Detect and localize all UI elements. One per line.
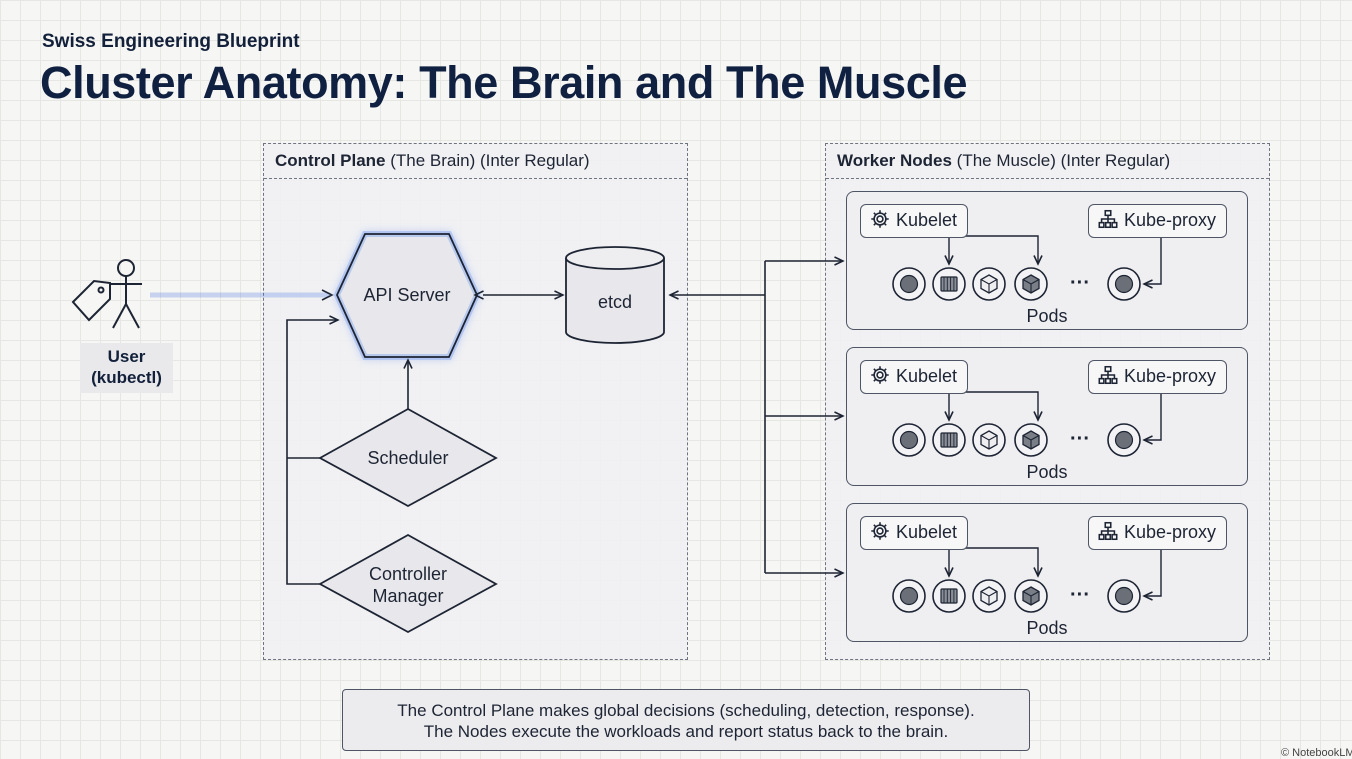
pod-icon[interactable] (1014, 423, 1048, 457)
node-internals-2 (892, 376, 1162, 457)
pods-label-2: Pods (1026, 462, 1068, 482)
pod-icon[interactable] (1107, 267, 1141, 301)
kube-proxy-label-2: Kube-proxy (1124, 366, 1217, 386)
controller-manager-label: Controller Manager (320, 563, 496, 607)
kube-proxy-label-3: Kube-proxy (1124, 522, 1217, 542)
network-hierarchy-icon (1098, 209, 1118, 229)
pods-ellipsis-1: ··· (1070, 272, 1090, 294)
worker-nodes-subtitle: (The Muscle) (Inter Regular) (951, 151, 1171, 170)
control-loop-connector (286, 320, 338, 585)
user-to-api-arrow (150, 289, 334, 301)
pod-icon[interactable] (1014, 267, 1048, 301)
kubelet-label-2: Kubelet (896, 366, 958, 386)
scheduler-label: Scheduler (367, 448, 449, 468)
user-figure-icon (110, 259, 142, 329)
kube-proxy-pill-1[interactable]: Kube-proxy (1088, 204, 1228, 238)
pod-icon[interactable] (892, 423, 926, 457)
kube-proxy-pill-3[interactable]: Kube-proxy (1088, 516, 1228, 550)
footer-caption: The Control Plane makes global decisions… (342, 689, 1030, 751)
node-status-connectors (670, 261, 843, 573)
kube-proxy-label-1: Kube-proxy (1124, 210, 1217, 230)
user-label-line1: User (107, 347, 146, 366)
kubelet-pill-1[interactable]: Kubelet (860, 204, 969, 238)
pod-icon[interactable] (892, 579, 926, 613)
watermark: © NotebookLM (1281, 747, 1352, 759)
pods-ellipsis-3: ··· (1070, 584, 1090, 606)
user-label-line2: (kubectl) (91, 368, 162, 387)
gear-icon (871, 210, 889, 228)
controller-manager-line2: Manager (372, 586, 444, 606)
pod-icon[interactable] (972, 579, 1006, 613)
pod-icon[interactable] (932, 267, 966, 301)
pods-label-3: Pods (1026, 618, 1068, 638)
page-title: Cluster Anatomy: The Brain and The Muscl… (40, 57, 968, 108)
pod-icon[interactable] (932, 579, 966, 613)
node-internals-1 (892, 220, 1162, 301)
kube-proxy-pill-2[interactable]: Kube-proxy (1088, 360, 1228, 394)
pod-icon[interactable] (1014, 579, 1048, 613)
kubelet-pill-2[interactable]: Kubelet (860, 360, 969, 394)
pod-icon[interactable] (972, 267, 1006, 301)
kubelet-label-3: Kubelet (896, 522, 958, 542)
footer-line1: The Control Plane makes global decisions… (397, 701, 975, 720)
kubelet-label-1: Kubelet (896, 210, 958, 230)
pod-icon[interactable] (932, 423, 966, 457)
etcd-label: etcd (597, 292, 633, 312)
pods-label-1: Pods (1026, 306, 1068, 326)
pod-icon[interactable] (1107, 423, 1141, 457)
scheduler-diamond[interactable] (318, 407, 498, 508)
kubelet-pill-3[interactable]: Kubelet (860, 516, 969, 550)
gear-icon (871, 522, 889, 540)
network-hierarchy-icon (1098, 521, 1118, 541)
pod-icon[interactable] (972, 423, 1006, 457)
user-label: User (kubectl) (80, 343, 173, 393)
worker-nodes-title: Worker Nodes (837, 151, 952, 170)
network-hierarchy-icon (1098, 365, 1118, 385)
proxy-pod-connector (1144, 532, 1162, 596)
controller-manager-line1: Controller (368, 564, 448, 584)
etcd-cylinder[interactable] (565, 246, 665, 344)
control-plane-title: Control Plane (275, 151, 386, 170)
eyebrow-label: Swiss Engineering Blueprint (42, 31, 300, 52)
api-server-label: API Server (363, 285, 451, 305)
pod-icon[interactable] (892, 267, 926, 301)
worker-nodes-header: Worker Nodes (The Muscle) (Inter Regular… (826, 144, 1269, 179)
proxy-pod-connector (1144, 376, 1162, 440)
controller-manager-diamond[interactable] (318, 533, 498, 634)
proxy-pod-connector (1144, 220, 1162, 284)
pod-icon[interactable] (1107, 579, 1141, 613)
footer-line2: The Nodes execute the workloads and repo… (423, 722, 949, 741)
pods-ellipsis-2: ··· (1070, 428, 1090, 450)
tag-icon (71, 279, 111, 322)
gear-icon (871, 366, 889, 384)
control-plane-header: Control Plane (The Brain) (Inter Regular… (264, 144, 687, 179)
control-plane-subtitle: (The Brain) (Inter Regular) (385, 151, 590, 170)
